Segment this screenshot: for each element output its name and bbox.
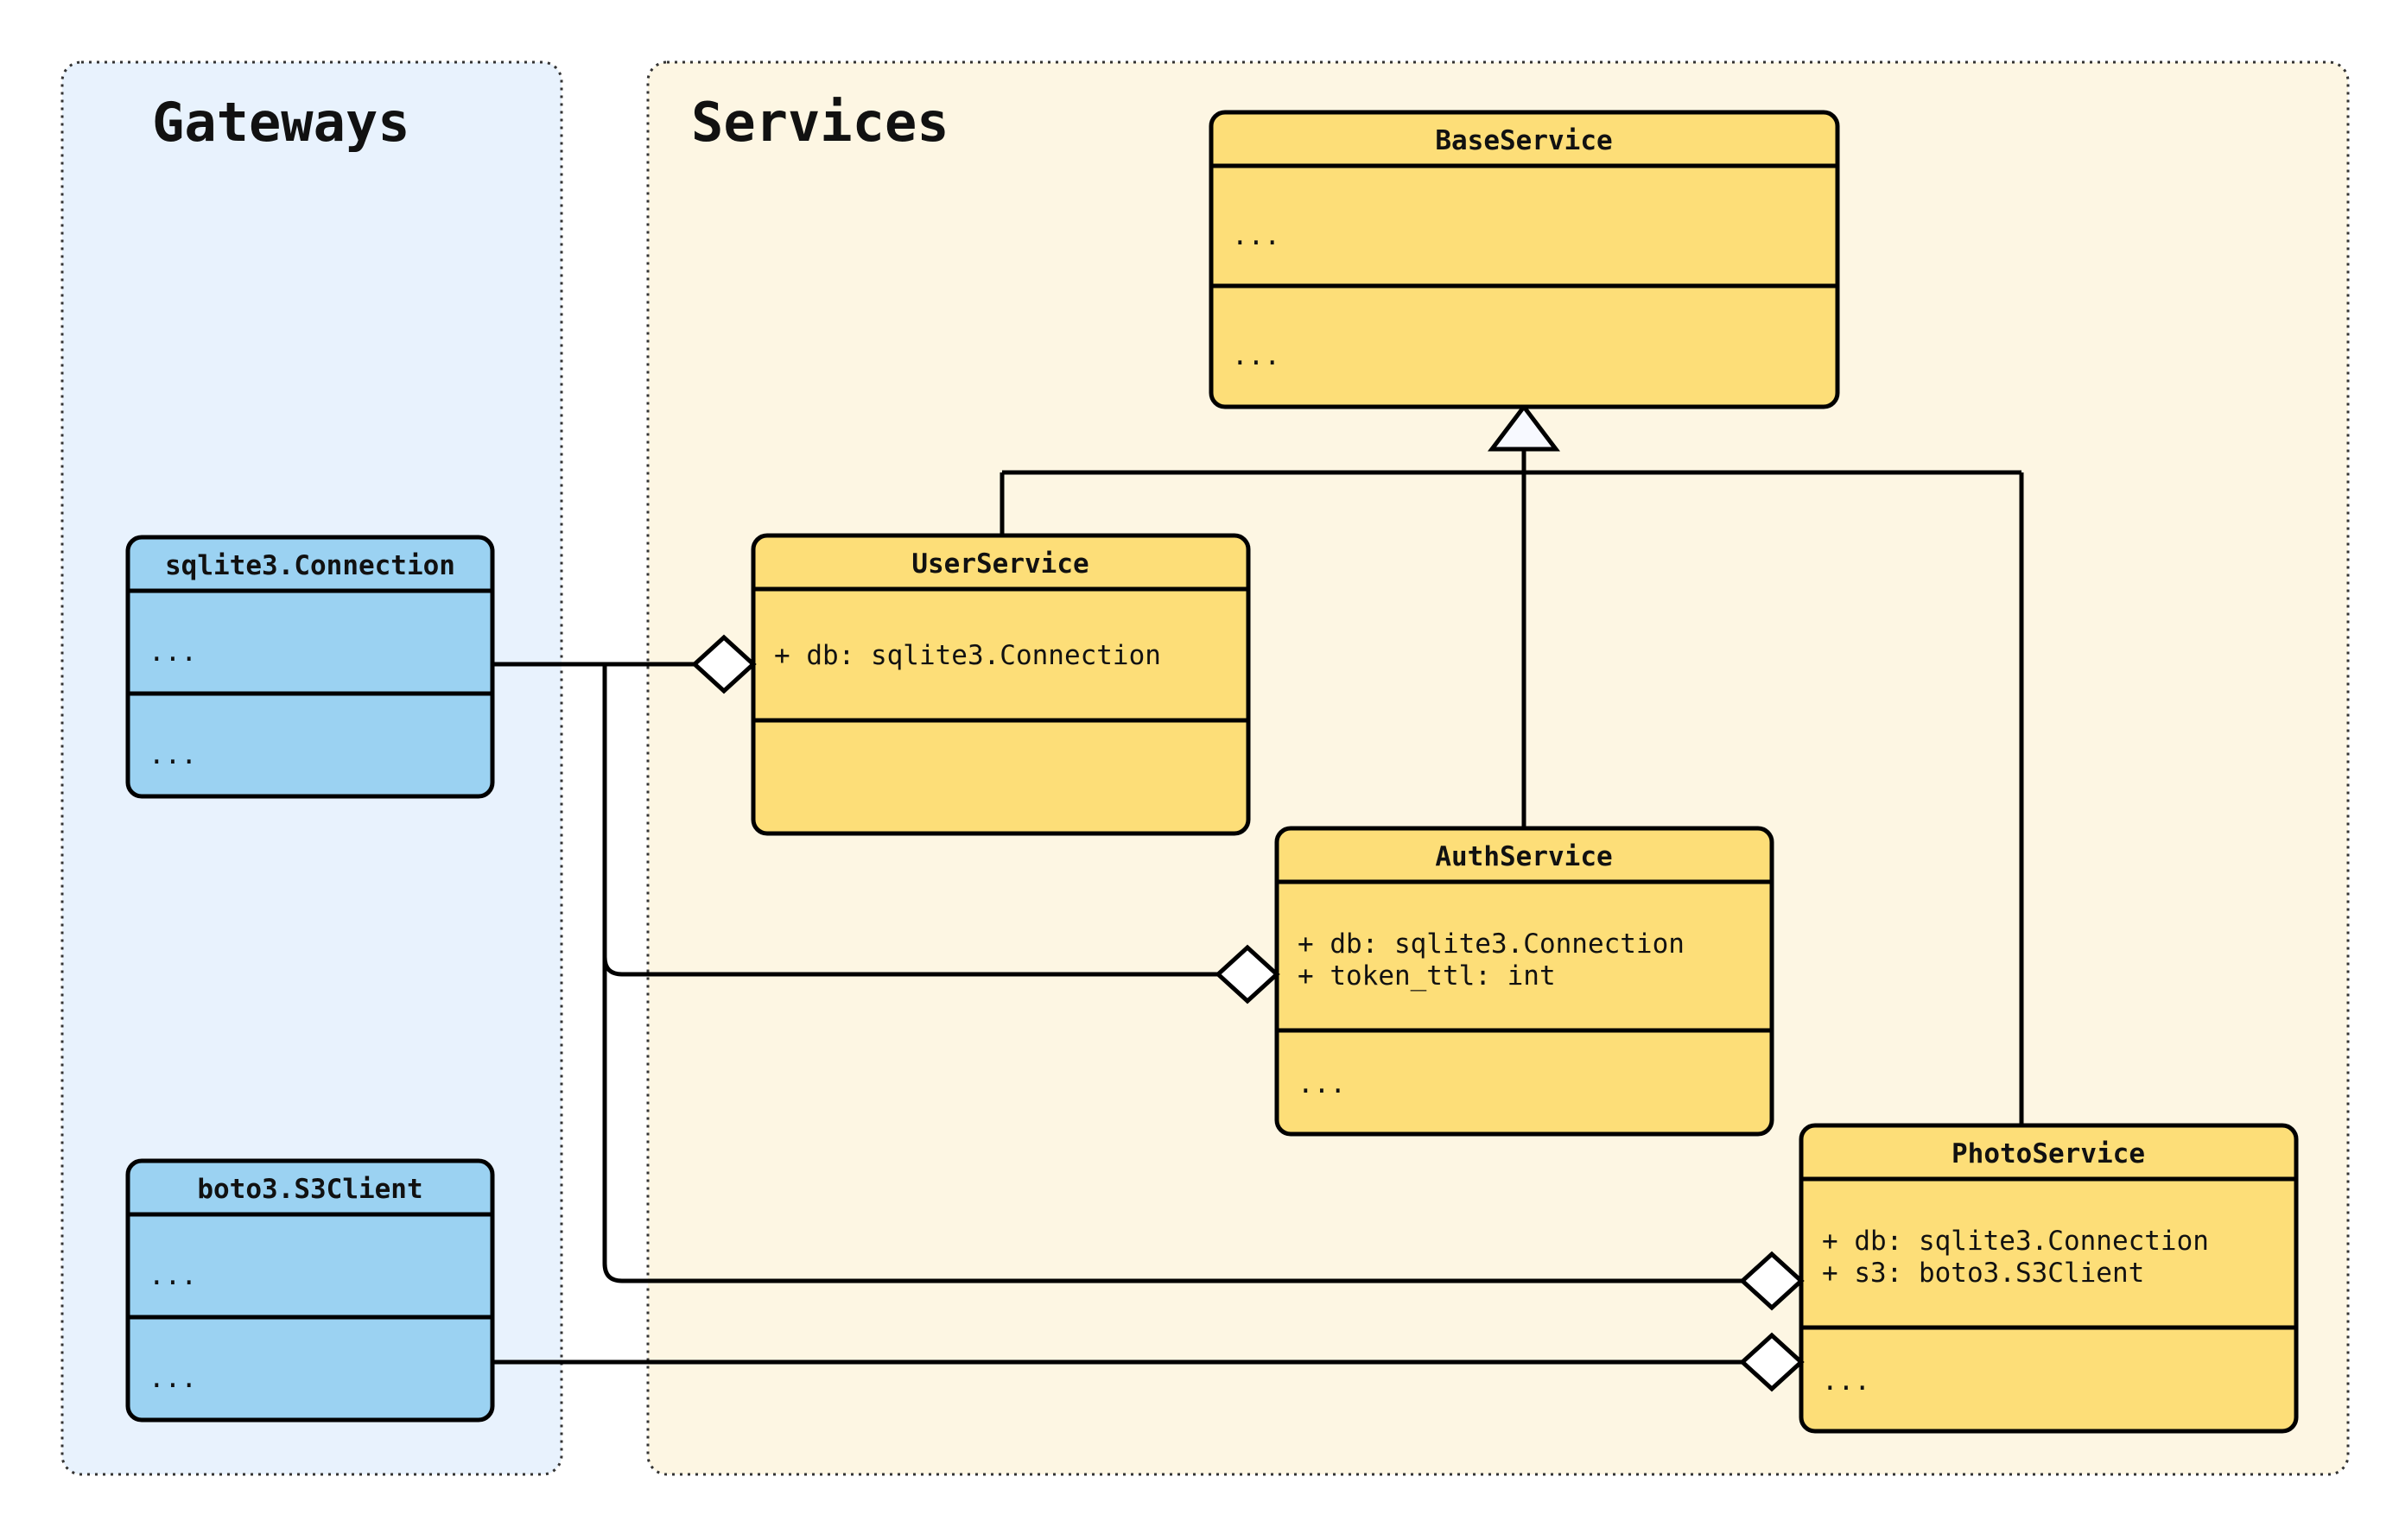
class-photoservice-title: PhotoService bbox=[1952, 1138, 2145, 1169]
aggregation-diamond-icons bbox=[691, 634, 1805, 1392]
class-userservice[interactable]: UserService + db: sqlite3.Connection bbox=[751, 533, 1251, 836]
class-authservice-attr-1: + token_ttl: int bbox=[1298, 960, 1556, 992]
class-authservice-frame bbox=[1274, 826, 1774, 1137]
class-baseservice-method-0: ... bbox=[1232, 340, 1280, 371]
class-userservice-title: UserService bbox=[911, 548, 1088, 580]
class-boto3-s3client-method-0: ... bbox=[149, 1363, 197, 1394]
aggregation-diamond-icon-photoservice-db bbox=[1739, 1251, 1805, 1311]
class-boto3-s3client-attr-0: ... bbox=[149, 1260, 197, 1291]
package-services[interactable]: Services bbox=[646, 60, 2350, 1476]
class-userservice-attr-0: + db: sqlite3.Connection bbox=[774, 640, 1161, 671]
class-sqlite3-connection-title: sqlite3.Connection bbox=[165, 550, 455, 581]
class-baseservice-attr-0: ... bbox=[1232, 220, 1280, 251]
class-sqlite3-connection-attr-0: ... bbox=[149, 637, 197, 668]
aggregation-edge-authservice-db bbox=[602, 956, 1277, 977]
class-boto3-s3client[interactable]: boto3.S3Client ... ... bbox=[125, 1158, 495, 1423]
class-boto3-s3client-frame bbox=[125, 1158, 495, 1423]
class-sqlite3-connection-frame bbox=[125, 535, 495, 799]
aggregation-diamond-icon-authservice bbox=[1215, 944, 1280, 1004]
class-baseservice[interactable]: BaseService ... ... bbox=[1209, 110, 1840, 409]
class-baseservice-title: BaseService bbox=[1435, 125, 1612, 156]
aggregation-diamond-icon-userservice bbox=[691, 634, 757, 694]
package-services-frame bbox=[646, 60, 2350, 1476]
class-photoservice-attr-0: + db: sqlite3.Connection bbox=[1822, 1226, 2209, 1257]
class-userservice-frame bbox=[751, 533, 1251, 836]
inheritance-triangle-icon bbox=[1487, 402, 1561, 452]
class-authservice-title: AuthService bbox=[1435, 841, 1612, 872]
class-sqlite3-connection[interactable]: sqlite3.Connection ... ... bbox=[125, 535, 495, 799]
class-boto3-s3client-title: boto3.S3Client bbox=[197, 1174, 422, 1205]
class-sqlite3-connection-method-0: ... bbox=[149, 739, 197, 770]
class-photoservice-attr-1: + s3: boto3.S3Client bbox=[1822, 1258, 2144, 1289]
package-services-label: Services bbox=[691, 91, 949, 154]
aggregation-trunk-sqlite3 bbox=[602, 664, 1801, 1283]
inheritance-edges bbox=[1000, 402, 2024, 1125]
class-baseservice-frame bbox=[1209, 110, 1840, 409]
class-photoservice[interactable]: PhotoService + db: sqlite3.Connection + … bbox=[1799, 1123, 2299, 1434]
class-authservice-attr-0: + db: sqlite3.Connection bbox=[1298, 928, 1685, 960]
class-photoservice-method-0: ... bbox=[1822, 1366, 1870, 1397]
aggregation-diamond-icon-photoservice-s3 bbox=[1739, 1332, 1805, 1392]
class-authservice-method-0: ... bbox=[1298, 1068, 1346, 1100]
class-authservice[interactable]: AuthService + db: sqlite3.Connection + t… bbox=[1274, 826, 1774, 1137]
package-gateways-label: Gateways bbox=[152, 91, 410, 154]
